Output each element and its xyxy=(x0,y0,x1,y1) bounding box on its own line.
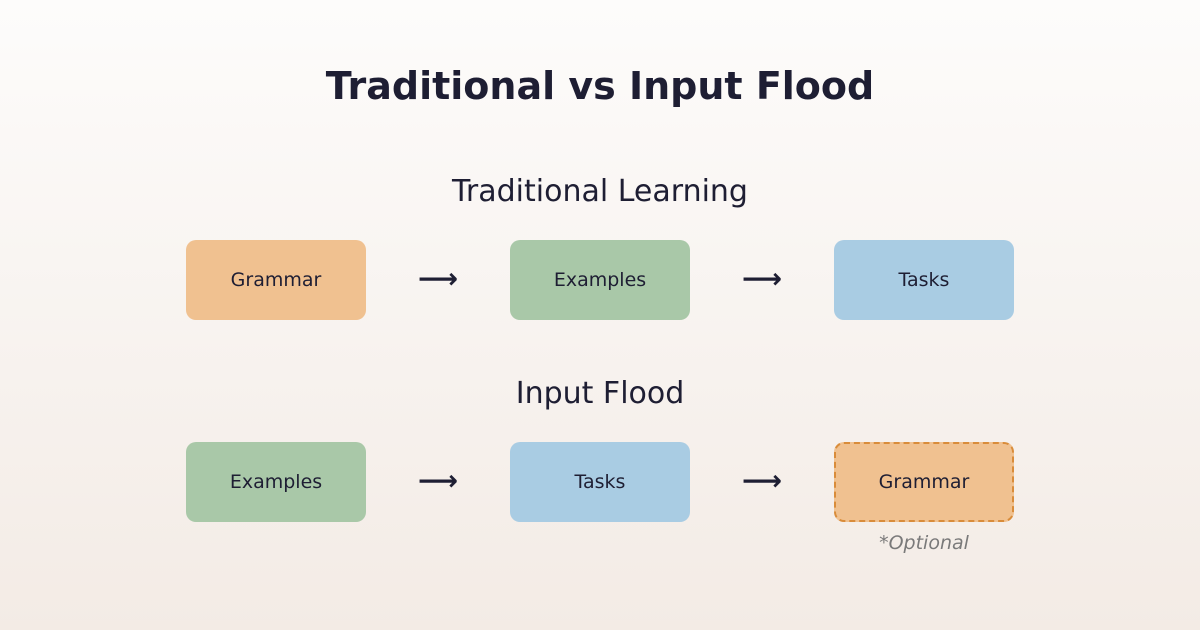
input-flood-heading: Input Flood xyxy=(515,376,685,411)
traditional-step-examples: Examples xyxy=(510,240,690,320)
traditional-step-tasks: Tasks xyxy=(834,240,1014,320)
traditional-heading: Traditional Learning xyxy=(452,174,748,209)
arrow-icon: ⟶ xyxy=(742,262,783,295)
flood-step-grammar-optional: Grammar xyxy=(834,442,1014,522)
flood-step-tasks: Tasks xyxy=(510,442,690,522)
flood-step-examples: Examples xyxy=(186,442,366,522)
diagram-title: Traditional vs Input Flood xyxy=(325,64,875,108)
traditional-step-grammar: Grammar xyxy=(186,240,366,320)
arrow-icon: ⟶ xyxy=(418,464,459,497)
arrow-icon: ⟶ xyxy=(742,464,783,497)
arrow-icon: ⟶ xyxy=(418,262,459,295)
optional-note: *Optional xyxy=(879,532,969,554)
